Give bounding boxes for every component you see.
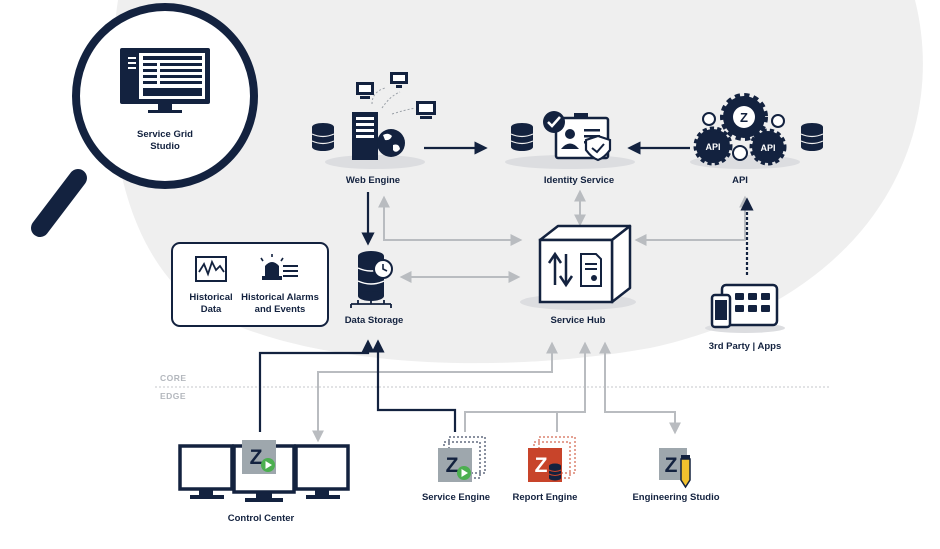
service-grid-studio-magnifier[interactable]: Service Grid Studio bbox=[31, 3, 258, 237]
report-engine-node[interactable]: Z Report Engine bbox=[513, 436, 578, 503]
core-zone-label: CORE bbox=[160, 373, 187, 383]
database-icon bbox=[311, 123, 335, 151]
serviceengine-storage-arrow bbox=[371, 339, 457, 432]
magnifier-handle bbox=[31, 169, 87, 237]
service-engine-label: Service Engine bbox=[422, 492, 490, 503]
api-z-mark: Z bbox=[740, 110, 748, 125]
engineering-studio-node[interactable]: Z Engineering Studio bbox=[632, 448, 720, 503]
historical-data-item[interactable]: Historical Data bbox=[189, 256, 233, 315]
client-devices-icon bbox=[356, 72, 436, 119]
database-icon bbox=[510, 123, 534, 151]
third-party-apps-node[interactable]: 3rd Party | Apps bbox=[705, 283, 785, 352]
engineering-studio-icon: Z bbox=[659, 448, 691, 489]
report-engine-stacked-icon: Z bbox=[528, 436, 576, 482]
engineering-studio-z-mark: Z bbox=[665, 454, 678, 477]
line-chart-icon bbox=[195, 256, 227, 282]
monitor-left-icon bbox=[178, 444, 234, 499]
historical-data-label-line1: Historical bbox=[189, 292, 232, 303]
service-hub-label: Service Hub bbox=[551, 315, 606, 326]
database-clock-icon bbox=[350, 251, 393, 308]
webengine-servicehub-link bbox=[378, 195, 523, 246]
report-engine-z-mark: Z bbox=[535, 454, 548, 477]
alarm-siren-icon bbox=[260, 254, 298, 280]
control-center-z-mark: Z bbox=[250, 446, 263, 469]
engineering-studio-label: Engineering Studio bbox=[632, 492, 719, 503]
data-storage-label: Data Storage bbox=[345, 315, 404, 326]
service-engine-stacked-icon: Z bbox=[438, 436, 486, 482]
service-hub-node[interactable]: Service Hub bbox=[520, 224, 636, 326]
api-servicehub-link bbox=[634, 195, 751, 246]
studio-monitor-icon bbox=[120, 48, 210, 113]
z-app-icon: Z bbox=[242, 440, 276, 474]
serviceengine-servicehub-link bbox=[464, 341, 591, 432]
pencil-icon bbox=[680, 455, 691, 489]
third-party-label: 3rd Party | Apps bbox=[709, 341, 782, 352]
service-engine-node[interactable]: Z Service Engine bbox=[422, 436, 490, 503]
api-badge-left: API bbox=[705, 142, 720, 152]
report-database-icon bbox=[548, 463, 562, 481]
service-grid-studio-label-line1: Service Grid bbox=[137, 129, 193, 140]
api-node[interactable]: Z API API API bbox=[690, 93, 824, 186]
historical-alarms-label-line2: and Events bbox=[255, 304, 306, 315]
edge-zone-label: EDGE bbox=[160, 391, 186, 401]
tablet-phone-icon bbox=[710, 283, 779, 329]
identity-service-node[interactable]: Identity Service bbox=[505, 111, 635, 186]
navy-connections bbox=[258, 141, 754, 432]
web-engine-label: Web Engine bbox=[346, 175, 400, 186]
database-icon bbox=[800, 123, 824, 151]
api-badge-right: API bbox=[760, 143, 775, 153]
web-engine-shadow bbox=[325, 155, 425, 169]
historical-alarms-item[interactable]: Historical Alarms and Events bbox=[241, 254, 319, 315]
service-engine-z-mark: Z bbox=[446, 454, 459, 477]
engineeringstudio-servicehub-link bbox=[599, 341, 681, 435]
gears-icon: Z API API bbox=[693, 93, 787, 166]
controlcenter-storage-arrow bbox=[258, 339, 375, 432]
historical-panel: Historical Data Historical Alarms and Ev… bbox=[171, 242, 329, 327]
gray-connections bbox=[312, 189, 751, 443]
identity-service-label: Identity Service bbox=[544, 175, 614, 186]
checkmark-badge-icon bbox=[543, 111, 565, 133]
service-grid-studio-label-line2: Studio bbox=[150, 141, 180, 152]
server-tower-icon bbox=[352, 112, 378, 160]
historical-data-label-line2: Data bbox=[201, 304, 222, 315]
api-label: API bbox=[732, 175, 748, 186]
hub-cube-icon bbox=[538, 224, 632, 304]
report-engine-label: Report Engine bbox=[513, 492, 578, 503]
historical-alarms-label-line1: Historical Alarms bbox=[241, 292, 319, 303]
globe-icon bbox=[377, 129, 405, 157]
monitor-right-icon bbox=[294, 444, 350, 499]
control-center-node[interactable]: Z Control Center bbox=[178, 440, 350, 524]
web-engine-node[interactable]: Web Engine bbox=[311, 72, 436, 186]
data-storage-node[interactable]: Data Storage bbox=[345, 251, 404, 326]
controlcenter-servicehub-link bbox=[312, 341, 558, 443]
shield-icon bbox=[584, 134, 612, 162]
control-center-label: Control Center bbox=[228, 513, 295, 524]
